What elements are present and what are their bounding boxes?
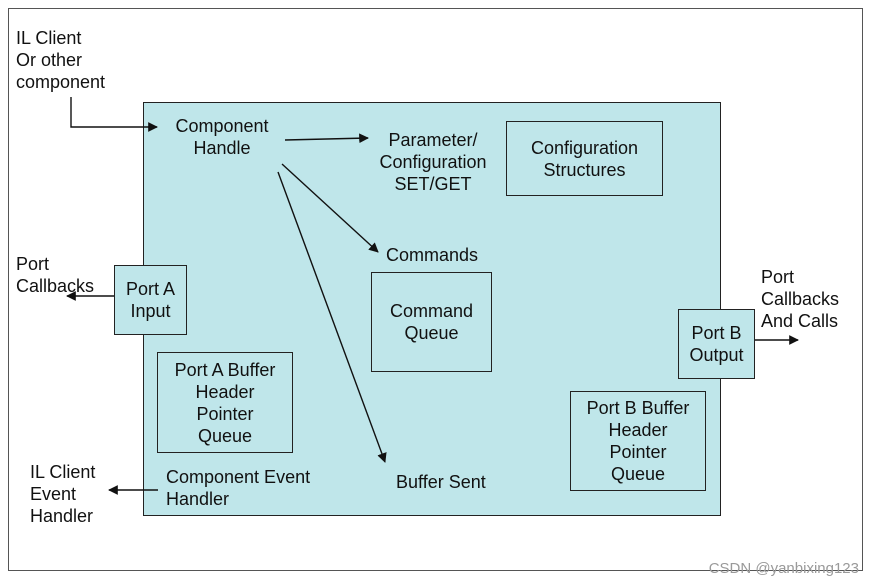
il-client-event-handler-label: IL Client Event Handler xyxy=(30,462,96,526)
handle-to-buffer-sent-arrow xyxy=(277,171,387,463)
il-client-label: IL Client Or other component xyxy=(16,28,106,92)
component-handle-label: Component Handle xyxy=(175,116,269,158)
il-client-to-handle-arrow xyxy=(70,97,158,132)
configuration-structures-text: Configuration Structures xyxy=(530,137,639,180)
command-queue-box: Command Queue xyxy=(371,272,492,372)
diagram-frame xyxy=(8,8,863,571)
handle-to-commands-arrow xyxy=(281,163,379,253)
component-event-handler-label: Component Event Handler xyxy=(166,467,311,509)
port-callbacks-left-label: Port Callbacks xyxy=(16,254,95,296)
port-a-input-text: Port A Input xyxy=(125,279,176,321)
port-b-buffer-queue-box: Port B Buffer Header Pointer Queue xyxy=(570,391,706,491)
port-callbacks-right-label: Port Callbacks And Calls xyxy=(761,267,840,331)
watermark-text: CSDN @yanbixing123 xyxy=(708,560,859,577)
port-b-output-text: Port B Output xyxy=(689,323,744,365)
handle-to-parameter-arrow xyxy=(284,133,369,144)
port-a-input-box: Port A Input xyxy=(114,265,187,335)
port-b-output-box: Port B Output xyxy=(678,309,755,379)
parameter-configuration-label: Parameter/ Configuration SET/GET xyxy=(379,130,487,194)
port-a-buffer-queue-text: Port A Buffer Header Pointer Queue xyxy=(174,359,276,446)
port-b-buffer-queue-text: Port B Buffer Header Pointer Queue xyxy=(586,398,690,484)
command-queue-text: Command Queue xyxy=(389,301,474,343)
port-a-buffer-queue-box: Port A Buffer Header Pointer Queue xyxy=(157,352,293,453)
buffer-sent-label: Buffer Sent xyxy=(396,472,486,492)
commands-label: Commands xyxy=(386,245,479,265)
component-body xyxy=(143,102,721,516)
configuration-structures-box: Configuration Structures xyxy=(506,121,663,196)
